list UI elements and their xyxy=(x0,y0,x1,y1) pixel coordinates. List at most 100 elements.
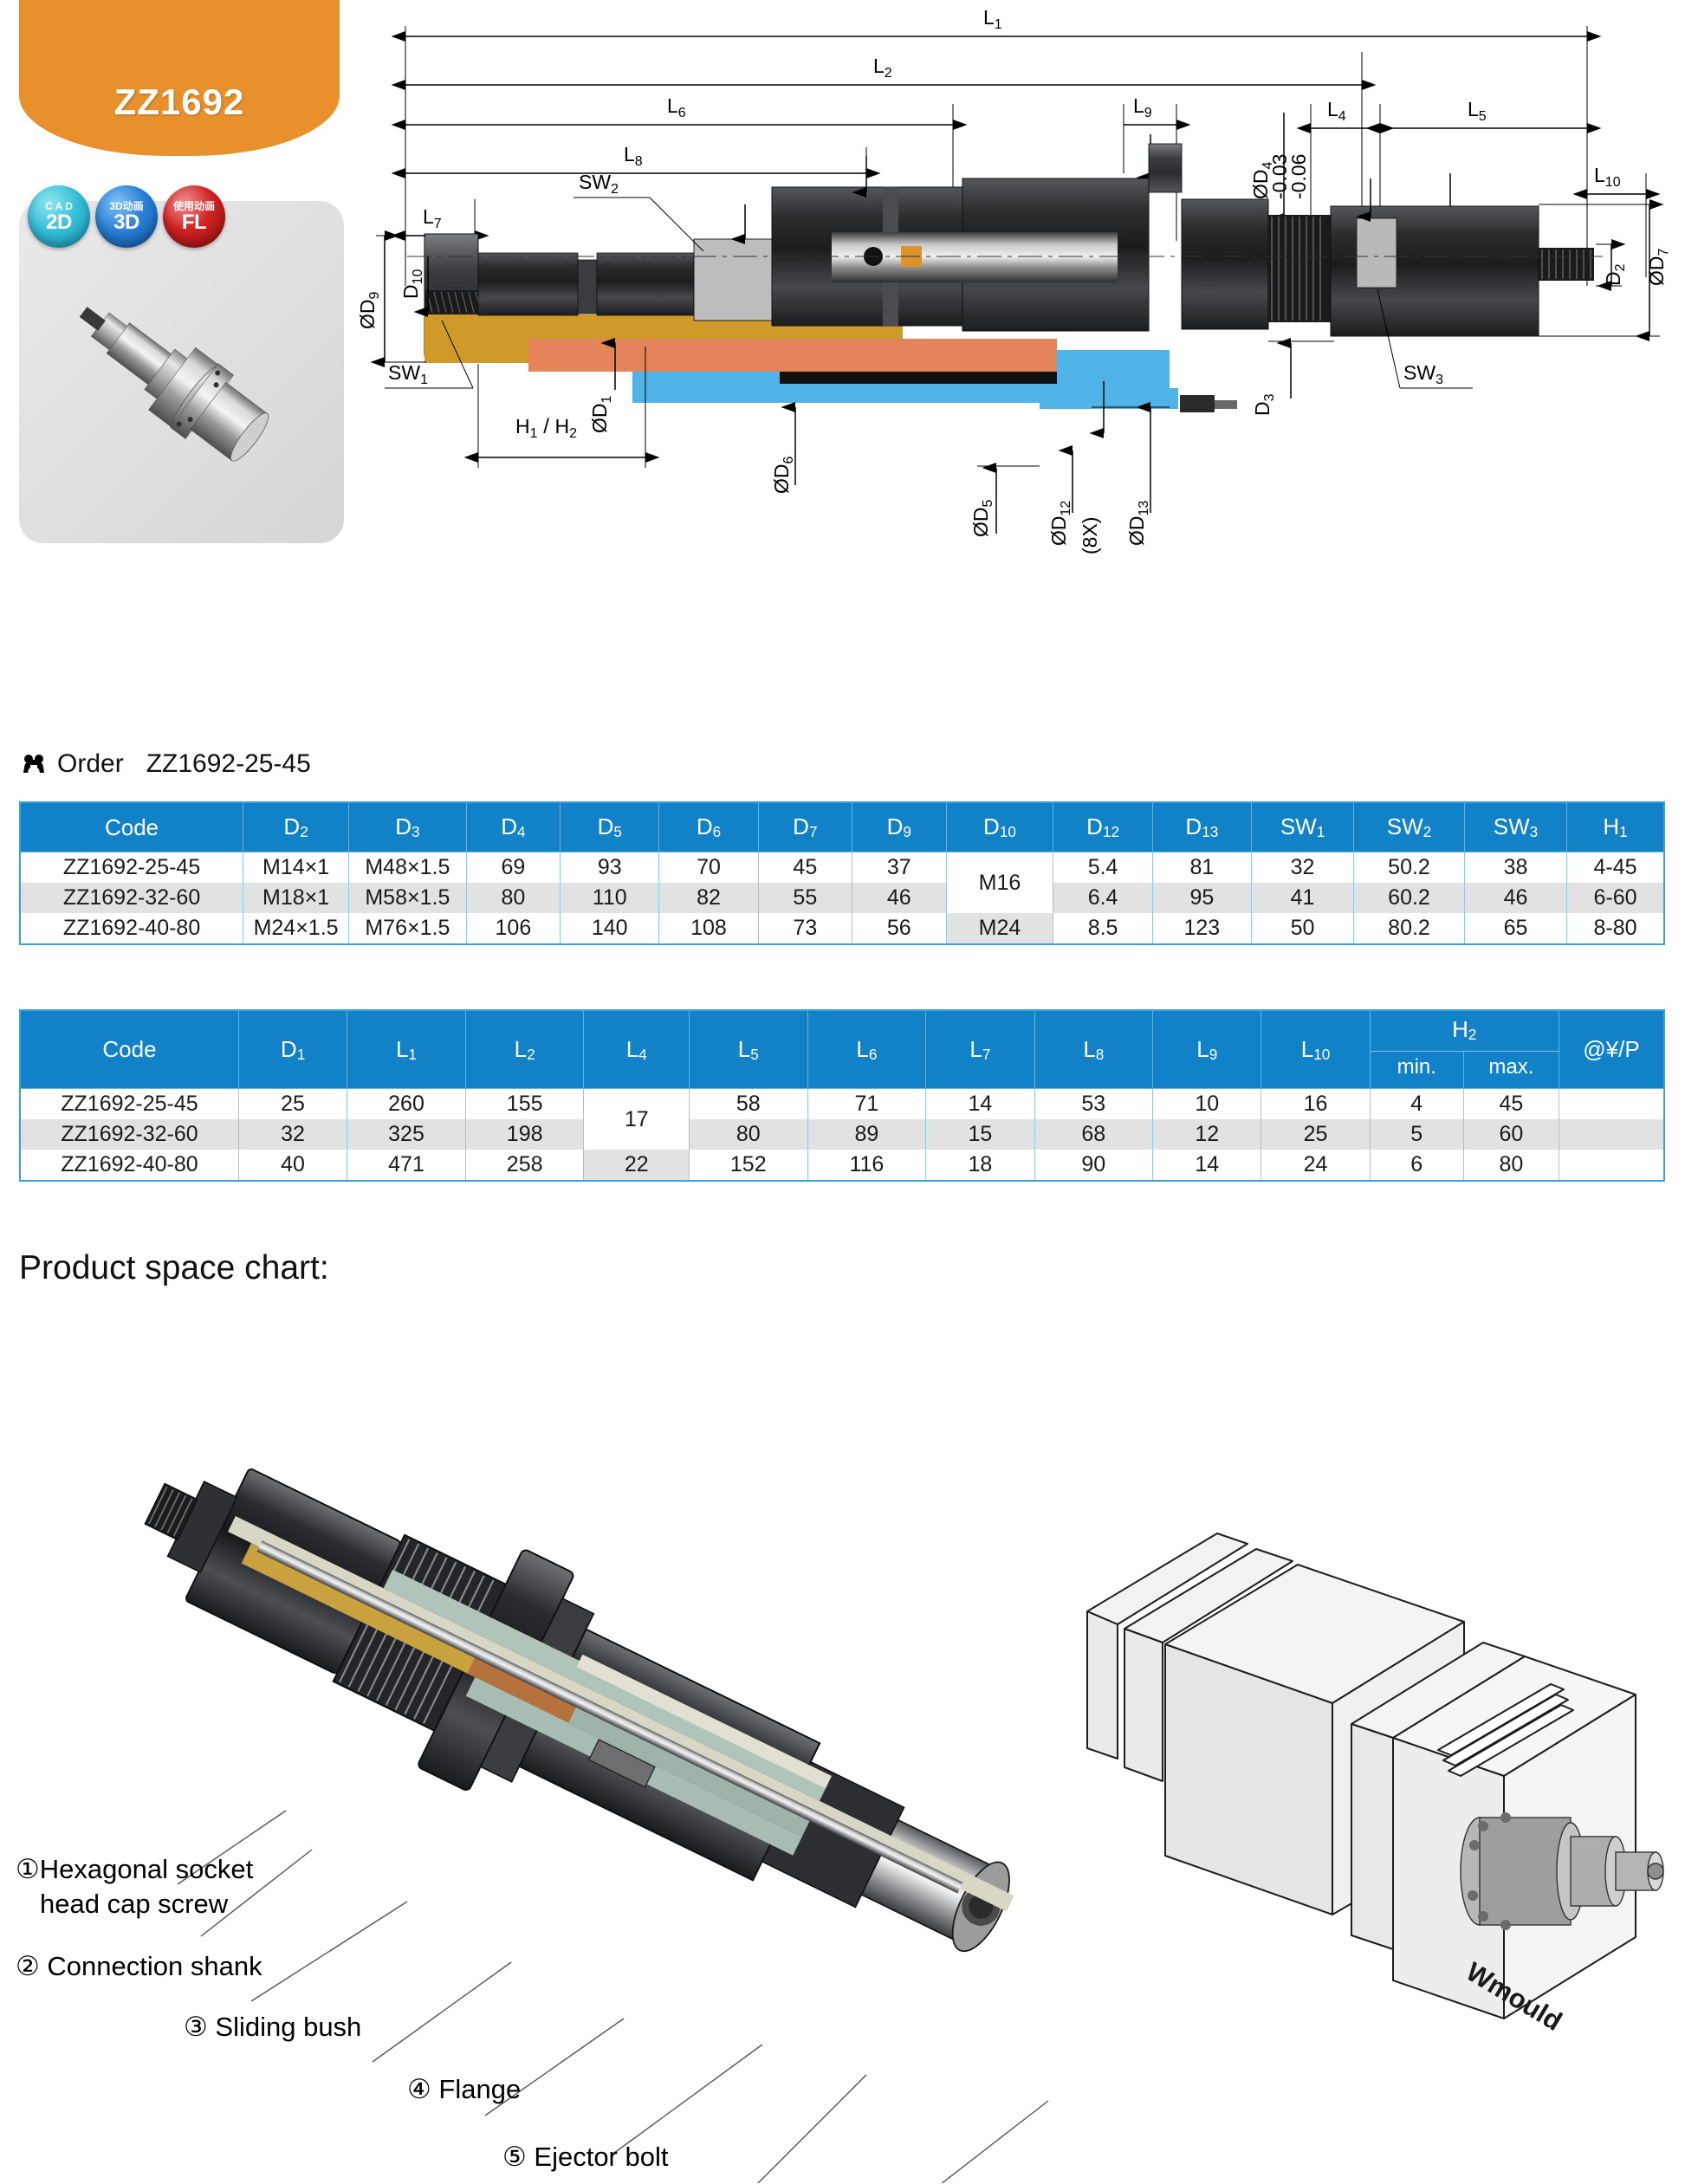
cell-d2: M18×1 xyxy=(243,883,350,914)
cell-d12: 6.4 xyxy=(1053,883,1153,914)
order-label: Order xyxy=(57,749,124,778)
dim-D12: ØD12 xyxy=(1047,501,1073,546)
phone-icon xyxy=(23,755,44,773)
cell-l8: 53 xyxy=(1034,1088,1154,1120)
cell-l1: 471 xyxy=(347,1150,466,1182)
order-code: ZZ1692-25-45 xyxy=(146,749,311,778)
cell-d3: M58×1.5 xyxy=(348,883,467,914)
dim-L6: L6 xyxy=(667,94,686,120)
cell-h2-max: 60 xyxy=(1462,1119,1559,1150)
cell-d3: M76×1.5 xyxy=(348,913,467,945)
col-l6: L6 xyxy=(807,1009,927,1090)
legend-5: ⑤ Ejector bolt xyxy=(502,2142,669,2172)
cell-d6: 82 xyxy=(658,883,759,914)
legend-4: ④ Flange xyxy=(407,2074,521,2104)
spec-table-dimensions-d: Code D2 D3 D4 D5 D6 D7 D9 D10 D12 D13 SW… xyxy=(19,801,1665,946)
table-subheader-row: min. max. xyxy=(20,1051,1664,1090)
col-d4: D4 xyxy=(465,801,561,853)
col-sw3: SW3 xyxy=(1463,801,1568,853)
table-row: ZZ1692-40-80 40 471 258 22 152 116 18 90… xyxy=(19,1150,1665,1182)
table-row: ZZ1692-25-45 25 260 155 17 58 71 14 53 1… xyxy=(19,1088,1665,1150)
cell-h2-max: 45 xyxy=(1462,1088,1559,1120)
col-price: @¥/P xyxy=(1558,1009,1665,1090)
order-row: Order ZZ1692-25-45 xyxy=(19,749,311,779)
dim-D4-tol-lower: -0.06 xyxy=(1287,154,1310,199)
cell-code: ZZ1692-40-80 xyxy=(19,913,244,945)
table-header-row: Code D1 L1 L2 L4 L5 L6 L7 L8 L9 L10 H2 @… xyxy=(19,1009,1665,1090)
dim-L10: L10 xyxy=(1594,164,1621,190)
col-l8: L8 xyxy=(1034,1009,1154,1090)
dim-L4: L4 xyxy=(1327,98,1346,124)
cell-l9: 14 xyxy=(1152,1150,1262,1182)
dim-D9: ØD9 xyxy=(356,292,382,330)
cell-l7: 18 xyxy=(925,1150,1035,1182)
cell-d2: M14×1 xyxy=(243,852,350,884)
cell-h2-min: 6 xyxy=(1369,1150,1464,1182)
dim-D5: ØD5 xyxy=(969,500,995,538)
cell-l2: 155 xyxy=(464,1088,585,1120)
legend-1-text: ①Hexagonal socket xyxy=(16,1854,254,1884)
badge-row: C A D 2D 3D动画 3D 使用动画 FL xyxy=(28,185,225,248)
dim-H1H2: H1 / H2 xyxy=(515,415,577,441)
dim-L2: L2 xyxy=(873,55,892,81)
legend-1b: head cap screw xyxy=(40,1889,229,1919)
fl-badge[interactable]: 使用动画 FL xyxy=(163,185,225,248)
cell-l1: 325 xyxy=(347,1119,466,1150)
col-l9: L9 xyxy=(1152,1009,1262,1090)
cell-l9: 10 xyxy=(1152,1088,1262,1120)
3d-badge[interactable]: 3D动画 3D xyxy=(95,185,158,248)
cell-l6: 116 xyxy=(807,1150,927,1182)
cell-h1: 6-60 xyxy=(1566,883,1665,914)
cell-l8: 90 xyxy=(1034,1150,1154,1182)
cad-2d-badge[interactable]: C A D 2D xyxy=(28,185,90,248)
cell-sw3: 38 xyxy=(1463,852,1568,884)
col-l5: L5 xyxy=(688,1009,808,1090)
cell-h1: 4-45 xyxy=(1566,852,1665,884)
cell-d5: 110 xyxy=(560,883,660,914)
cad-2d-badge-label: 2D xyxy=(46,210,72,234)
cell-d4: 106 xyxy=(465,913,561,945)
cell-d7: 45 xyxy=(757,852,853,884)
cell-d3: M48×1.5 xyxy=(348,852,467,884)
mould-block-3d xyxy=(1086,1533,1636,2019)
cell-d2: M24×1.5 xyxy=(243,913,350,945)
label-SW2: SW2 xyxy=(579,171,619,197)
cell-sw1: 41 xyxy=(1250,883,1355,914)
col-d3: D3 xyxy=(348,801,467,853)
3d-badge-label: 3D xyxy=(113,210,139,234)
col-h1: H1 xyxy=(1566,801,1665,853)
cell-l10: 16 xyxy=(1261,1088,1371,1120)
cell-l6: 89 xyxy=(807,1119,927,1150)
sectioned-unit-3d xyxy=(144,1468,1014,1953)
cell-d10: M24 xyxy=(945,913,1054,945)
cell-l6: 71 xyxy=(807,1088,927,1120)
cell-d5: 140 xyxy=(560,913,660,945)
cell-h1: 8-80 xyxy=(1566,913,1665,945)
cell-d6: 70 xyxy=(658,852,759,884)
cell-h2-min: 5 xyxy=(1369,1119,1464,1150)
cell-d12: 5.4 xyxy=(1053,852,1153,884)
technical-drawing: L1 L2 L6 L8 L7 L9 ØD4 -0.03 -0.06 L4 L5 … xyxy=(356,6,1671,554)
col-h2-max: max. xyxy=(1462,1051,1559,1090)
table-row: ZZ1692-40-80 M24×1.5 M76×1.5 106 140 108… xyxy=(19,913,1665,945)
dim-L1: L1 xyxy=(983,6,1002,32)
cell-code: ZZ1692-25-45 xyxy=(19,1088,239,1120)
cell-sw2: 50.2 xyxy=(1353,852,1465,884)
cell-h2-min: 4 xyxy=(1369,1088,1464,1120)
col-h2-min: min. xyxy=(1369,1051,1464,1090)
col-d2: D2 xyxy=(243,801,350,853)
product-space-chart: Wmould xyxy=(16,1468,1664,2183)
cell-d4: 69 xyxy=(465,852,561,884)
col-code: Code xyxy=(19,801,244,853)
cell-l5: 58 xyxy=(688,1088,808,1120)
cell-d13: 123 xyxy=(1151,913,1252,945)
product-photo-image xyxy=(79,307,269,462)
table-row: ZZ1692-25-45 M14×1 M48×1.5 69 93 70 45 3… xyxy=(19,852,1665,914)
spec-table-dimensions-l: Code D1 L1 L2 L4 L5 L6 L7 L8 L9 L10 H2 @… xyxy=(19,1009,1665,1183)
cell-l2: 198 xyxy=(464,1119,585,1150)
cell-l5: 80 xyxy=(688,1119,808,1150)
col-code: Code xyxy=(19,1009,239,1090)
cell-sw1: 50 xyxy=(1250,913,1355,945)
label-SW3: SW3 xyxy=(1403,361,1443,387)
model-title: ZZ1692 xyxy=(113,81,245,122)
